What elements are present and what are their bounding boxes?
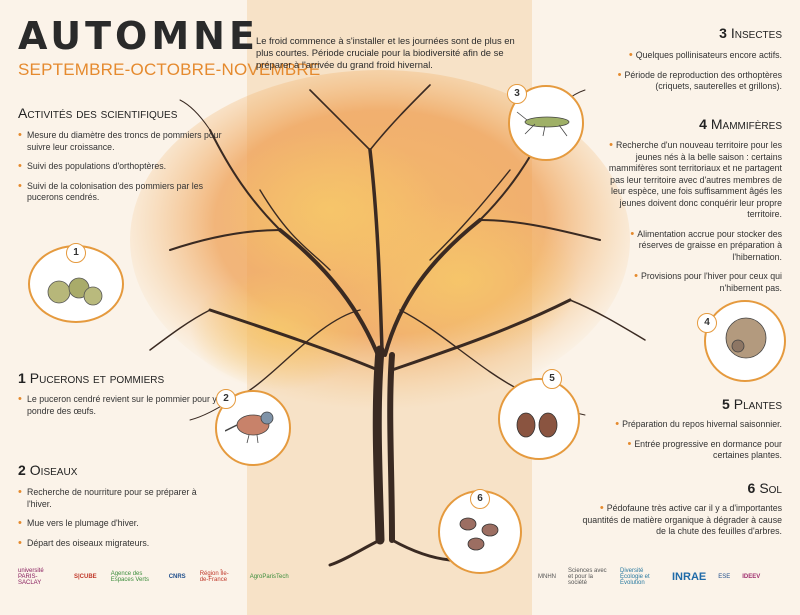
logo: INRAE bbox=[672, 571, 707, 583]
scientists-list: Mesure du diamètre des troncs de pommier… bbox=[18, 130, 223, 212]
list-item: Mesure du diamètre des troncs de pommier… bbox=[18, 130, 223, 153]
logo: MNHN bbox=[538, 574, 556, 580]
list-item: Quelques pollinisateurs encore actifs. bbox=[600, 50, 782, 62]
seeds-illustration bbox=[498, 378, 580, 460]
list-item: Mue vers le plumage d'hiver. bbox=[18, 518, 218, 530]
section-3-list: Quelques pollinisateurs encore actifs. P… bbox=[600, 50, 782, 101]
scientists-heading: Activités des scientifiques bbox=[18, 105, 178, 121]
section-6-list: Pédofaune très active car il y a d'impor… bbox=[578, 503, 782, 546]
grasshopper-icon bbox=[516, 111, 570, 137]
section-number: 4 bbox=[699, 116, 707, 132]
page-title: Automne bbox=[18, 14, 259, 58]
logo: université PARIS-SACLAY bbox=[18, 568, 44, 586]
list-item: Préparation du repos hivernal saisonnier… bbox=[600, 419, 782, 431]
section-title: Mammifères bbox=[710, 116, 782, 132]
badge-2: 2 bbox=[216, 389, 236, 409]
logo: IDEEV bbox=[742, 574, 761, 580]
badge-5: 5 bbox=[542, 369, 562, 389]
section-title: Plantes bbox=[733, 396, 782, 412]
list-item: Pédofaune très active car il y a d'impor… bbox=[578, 503, 782, 538]
logo: AgroParisTech bbox=[249, 574, 289, 580]
section-title: Oiseaux bbox=[29, 462, 78, 478]
partner-logos-right: MNHN Sciences avec et pour la société Di… bbox=[538, 568, 760, 586]
logo: S|CUBE bbox=[74, 574, 97, 580]
intro-text: Le froid commence à s'installer et les j… bbox=[256, 35, 515, 70]
apple-icon bbox=[47, 277, 103, 306]
section-number: 2 bbox=[18, 462, 26, 478]
section-title: Sol bbox=[759, 480, 782, 496]
section-number: 5 bbox=[721, 396, 730, 412]
list-item: Alimentation accrue pour stocker des rés… bbox=[600, 229, 782, 264]
badge-4: 4 bbox=[697, 313, 717, 333]
logo: Sciences avec et pour la société bbox=[568, 568, 607, 586]
page-subtitle: Septembre-Octobre-Novembre bbox=[18, 60, 321, 79]
list-item: Provisions pour l'hiver pour ceux qui n'… bbox=[600, 271, 782, 294]
badge-1: 1 bbox=[66, 243, 86, 263]
logo: ESE bbox=[718, 574, 731, 580]
logo: Agence des Espaces Verts bbox=[110, 571, 150, 583]
dormouse-icon bbox=[725, 317, 767, 359]
list-item: Suivi de la colonisation des pommiers pa… bbox=[18, 181, 223, 204]
section-number: 3 bbox=[719, 25, 727, 41]
badge-3: 3 bbox=[507, 84, 527, 104]
woodlouse-icon bbox=[459, 517, 499, 551]
bird-icon bbox=[225, 411, 274, 444]
badge-6: 6 bbox=[470, 489, 490, 509]
section-number: 6 bbox=[747, 480, 756, 496]
seed-icon bbox=[516, 412, 558, 438]
logo: Diversité Écologie et Évolution bbox=[620, 568, 650, 586]
list-item: Période de reproduction des orthoptères … bbox=[600, 70, 782, 93]
section-number: 1 bbox=[18, 370, 26, 386]
partner-logos-left: université PARIS-SACLAY S|CUBE Agence de… bbox=[18, 568, 289, 586]
section-2-list: Recherche de nourriture pour se préparer… bbox=[18, 487, 218, 557]
autumn-tree-illustration bbox=[130, 70, 646, 567]
list-item: Suivi des populations d'orthoptères. bbox=[18, 161, 223, 173]
section-5-list: Préparation du repos hivernal saisonnier… bbox=[600, 419, 782, 470]
logo: CNRS bbox=[168, 574, 186, 580]
section-4-list: Recherche d'un nouveau territoire pour l… bbox=[600, 140, 782, 302]
section-title: Insectes bbox=[730, 25, 782, 41]
list-item: Recherche d'un nouveau territoire pour l… bbox=[600, 140, 782, 221]
list-item: Le puceron cendré revient sur le pommier… bbox=[18, 394, 218, 417]
logo: Région Île-de-France bbox=[199, 571, 229, 583]
section-1-list: Le puceron cendré revient sur le pommier… bbox=[18, 394, 218, 425]
list-item: Entrée progressive en dormance pour cert… bbox=[600, 439, 782, 462]
section-title: Pucerons et pommiers bbox=[29, 370, 165, 386]
list-item: Recherche de nourriture pour se préparer… bbox=[18, 487, 218, 510]
list-item: Départ des oiseaux migrateurs. bbox=[18, 538, 218, 550]
